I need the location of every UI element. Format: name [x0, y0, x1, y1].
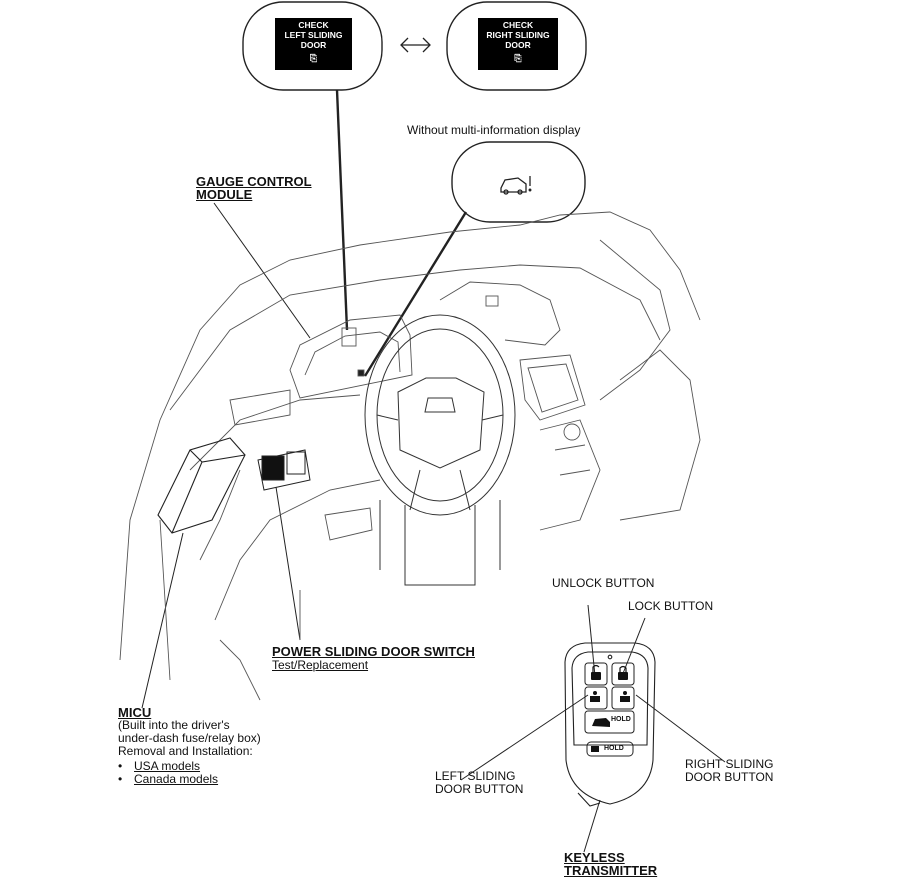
right-door-leader [635, 694, 726, 763]
right-sliding-door-icon [620, 691, 630, 702]
lock-button-label: LOCK BUTTON [628, 599, 714, 613]
unlock-button-label: UNLOCK BUTTON [552, 576, 655, 590]
tailgate-icon [591, 746, 599, 752]
lock-icon [618, 672, 628, 680]
without-mid-label: Without multi-information display [407, 123, 581, 137]
power-sliding-door-switch-label: POWER SLIDING DOOR SWITCH Test/Replaceme… [272, 645, 475, 672]
left-sliding-door-button-label: LEFT SLIDING DOOR BUTTON [435, 770, 523, 796]
micu-line: under-dash fuse/relay box) [118, 731, 261, 745]
micu-title: MICU [118, 705, 152, 720]
power-switch-link[interactable]: Test/Replacement [272, 658, 369, 672]
sliding-door-warning-icon [500, 176, 532, 195]
right-door-callout [446, 1, 587, 91]
micu-link-item: USA models [118, 760, 218, 773]
power-sliding-door-switch [257, 449, 311, 491]
right-display-line: DOOR [505, 40, 531, 50]
steering-wheel [364, 314, 516, 586]
switch-leader [275, 486, 301, 641]
keyless-transmitter-label: KEYLESS TRANSMITTER [564, 851, 657, 877]
canada-models-link[interactable]: Canada models [134, 772, 219, 786]
left-door-callout [242, 1, 383, 91]
left-display-line: CHECK [298, 20, 329, 30]
keyless-leader [583, 799, 601, 853]
micu-links: USA models Canada models [118, 760, 218, 786]
unlock-shackle [592, 664, 600, 672]
power-switch-title: POWER SLIDING DOOR SWITCH [272, 644, 475, 659]
usa-models-link[interactable]: USA models [134, 759, 201, 773]
micu-link-item: Canada models [118, 773, 218, 786]
left-door-leader [460, 694, 589, 781]
right-door-display: CHECK RIGHT SLIDING DOOR ⎘ [478, 18, 558, 70]
unlock-icon [591, 672, 601, 680]
right-display-line: CHECK [502, 20, 534, 30]
micu-box [157, 437, 246, 534]
mid-callout-leader [363, 211, 468, 377]
left-display-line: DOOR [300, 40, 327, 50]
double-arrow-icon [400, 37, 431, 53]
left-sliding-door-icon [590, 691, 600, 702]
micu-label: MICU (Built into the driver's under-dash… [118, 706, 261, 758]
right-sliding-door-button-label: RIGHT SLIDING DOOR BUTTON [685, 758, 773, 784]
left-door-line: LEFT SLIDING [435, 769, 516, 783]
unlock-leader [587, 604, 596, 677]
micu-leader [141, 532, 184, 709]
sliding-door-icon: ⎘ [514, 53, 522, 63]
keyless-line: KEYLESS [564, 850, 625, 865]
both-doors-icon [592, 718, 610, 727]
gauge-control-module-label: GAUGE CONTROL MODULE [196, 175, 312, 201]
gauge-leader [213, 202, 311, 339]
left-display-line: LEFT SLIDING [284, 30, 343, 40]
keyless-transmitter [564, 642, 656, 807]
left-callout-leader [335, 89, 349, 331]
gauge-line: MODULE [196, 187, 253, 202]
lock-shackle [619, 665, 627, 672]
fob-hold-label: HOLD [611, 716, 631, 723]
sliding-door-icon: ⎘ [309, 53, 318, 63]
gauge-line: GAUGE CONTROL [196, 174, 312, 189]
micu-line: Removal and Installation: [118, 744, 253, 758]
without-mid-callout [451, 141, 586, 223]
left-door-line: DOOR BUTTON [435, 782, 524, 796]
fob-hold-label-2: HOLD [604, 745, 624, 752]
lock-leader [621, 617, 646, 677]
keyless-line: TRANSMITTER [564, 863, 658, 878]
dashboard-outline [119, 211, 701, 701]
right-display-line: RIGHT SLIDING [486, 30, 550, 40]
right-door-line: RIGHT SLIDING [685, 757, 774, 771]
micu-line: (Built into the driver's [118, 718, 230, 732]
left-door-display: CHECK LEFT SLIDING DOOR ⎘ [275, 18, 352, 70]
right-door-line: DOOR BUTTON [685, 770, 774, 784]
